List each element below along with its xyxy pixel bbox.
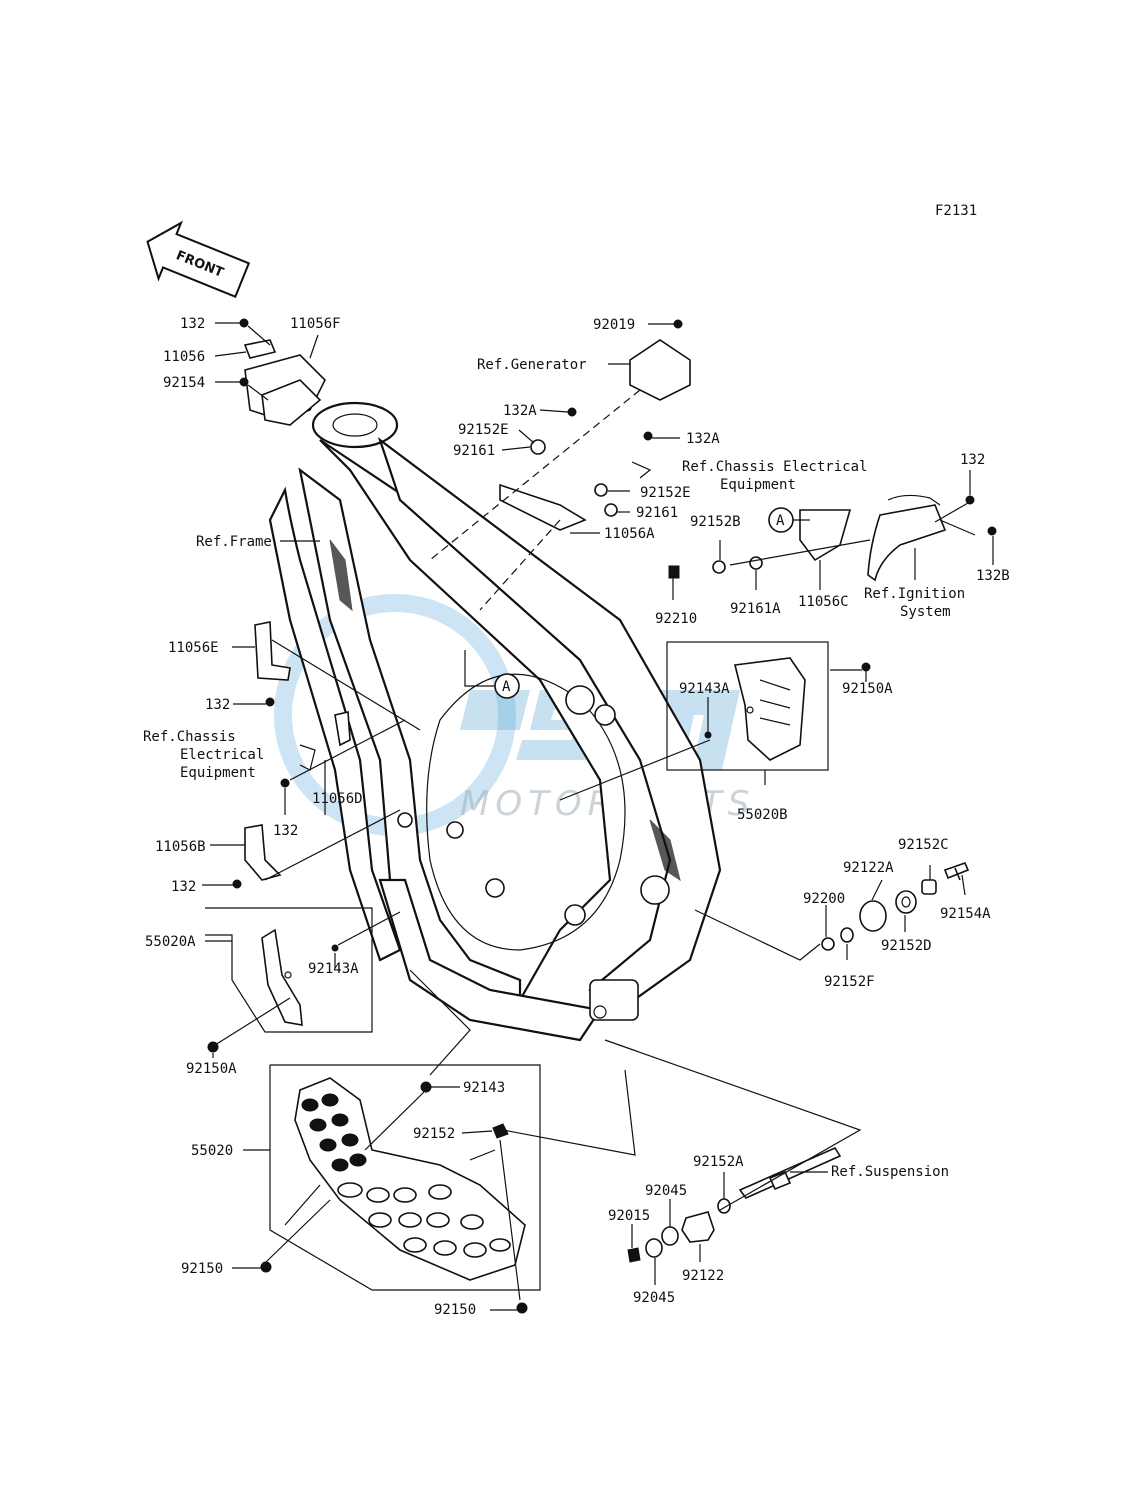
label-92150: 92150 bbox=[181, 1261, 223, 1277]
label-92019: 92019 bbox=[593, 317, 635, 333]
label-92152E: 92152E bbox=[640, 485, 691, 501]
label-55020A: 55020A bbox=[145, 934, 196, 950]
label-92143A: 92143A bbox=[308, 961, 359, 977]
label-92210: 92210 bbox=[655, 611, 697, 627]
label-system: System bbox=[900, 604, 951, 620]
motorcycle-frame bbox=[268, 401, 722, 1042]
skid-plate-holes bbox=[301, 1093, 511, 1258]
label-electrical: Electrical bbox=[180, 747, 264, 763]
label-ref-generator: Ref.Generator bbox=[477, 357, 587, 373]
label-11056B: 11056B bbox=[155, 839, 206, 855]
label-11056: 11056 bbox=[163, 349, 205, 365]
mount-spacer-group bbox=[694, 861, 970, 961]
label-92150A: 92150A bbox=[842, 681, 893, 697]
label-11056D: 11056D bbox=[312, 791, 363, 807]
label-92143A: 92143A bbox=[679, 681, 730, 697]
label-92154A: 92154A bbox=[940, 906, 991, 922]
label-92152C: 92152C bbox=[898, 837, 949, 853]
svg-text:A: A bbox=[776, 513, 785, 529]
label-92152B: 92152B bbox=[690, 514, 741, 530]
label-92152F: 92152F bbox=[824, 974, 875, 990]
label-92200: 92200 bbox=[803, 891, 845, 907]
bracket-group-left-middle bbox=[202, 621, 421, 889]
guard-55020A-group bbox=[205, 907, 401, 1058]
label-132: 132 bbox=[205, 697, 230, 713]
label-92152: 92152 bbox=[413, 1126, 455, 1142]
label-92152A: 92152A bbox=[693, 1154, 744, 1170]
label-11056E: 11056E bbox=[168, 640, 219, 656]
label-11056F: 11056F bbox=[290, 316, 341, 332]
guard-55020B-group bbox=[559, 641, 871, 801]
label-132: 132 bbox=[171, 879, 196, 895]
label-equipment: Equipment bbox=[180, 765, 256, 781]
label-132: 132 bbox=[273, 823, 298, 839]
label-ref-suspension: Ref.Suspension bbox=[831, 1164, 949, 1180]
label-92152E: 92152E bbox=[458, 422, 509, 438]
ignition-bracket-group bbox=[668, 470, 997, 600]
swingarm-pivot-group bbox=[604, 1039, 862, 1285]
label-ref-chassis-electrical: Ref.Chassis Electrical bbox=[682, 459, 867, 475]
label-132A: 132A bbox=[686, 431, 720, 447]
label-11056A: 11056A bbox=[604, 526, 655, 542]
label-132: 132 bbox=[180, 316, 205, 332]
label-92045: 92045 bbox=[645, 1183, 687, 1199]
label-92122: 92122 bbox=[682, 1268, 724, 1284]
label-ref-chassis: Ref.Chassis bbox=[143, 729, 236, 745]
label-ref-frame: Ref.Frame bbox=[196, 534, 272, 550]
label-92161A: 92161A bbox=[730, 601, 781, 617]
label-92152D: 92152D bbox=[881, 938, 932, 954]
callout-labels: 132 11056F 11056 92154 92019 Ref.Generat… bbox=[143, 316, 1010, 1318]
label-equipment: Equipment bbox=[720, 477, 796, 493]
figure-code: F2131 bbox=[935, 203, 977, 219]
label-ref-ignition: Ref.Ignition bbox=[864, 586, 965, 602]
label-132B: 132B bbox=[976, 568, 1010, 584]
reference-marker-a-1: A bbox=[768, 507, 810, 533]
label-11056C: 11056C bbox=[798, 594, 849, 610]
label-92154: 92154 bbox=[163, 375, 205, 391]
label-92143: 92143 bbox=[463, 1080, 505, 1096]
label-92161: 92161 bbox=[636, 505, 678, 521]
label-92122A: 92122A bbox=[843, 860, 894, 876]
skid-plate-55020-group bbox=[232, 969, 636, 1314]
svg-text:A: A bbox=[502, 679, 511, 695]
label-92015: 92015 bbox=[608, 1208, 650, 1224]
label-55020B: 55020B bbox=[737, 807, 788, 823]
generator-bracket-group bbox=[429, 319, 691, 611]
label-92150A: 92150A bbox=[186, 1061, 237, 1077]
label-132: 132 bbox=[960, 452, 985, 468]
label-92150: 92150 bbox=[434, 1302, 476, 1318]
bracket-group-top-left bbox=[214, 318, 326, 426]
label-92045: 92045 bbox=[633, 1290, 675, 1306]
reference-marker-a-2: A bbox=[464, 650, 520, 699]
label-92161: 92161 bbox=[453, 443, 495, 459]
label-132A: 132A bbox=[503, 403, 537, 419]
front-arrow-icon: FRONT bbox=[146, 220, 251, 298]
label-55020: 55020 bbox=[191, 1143, 233, 1159]
